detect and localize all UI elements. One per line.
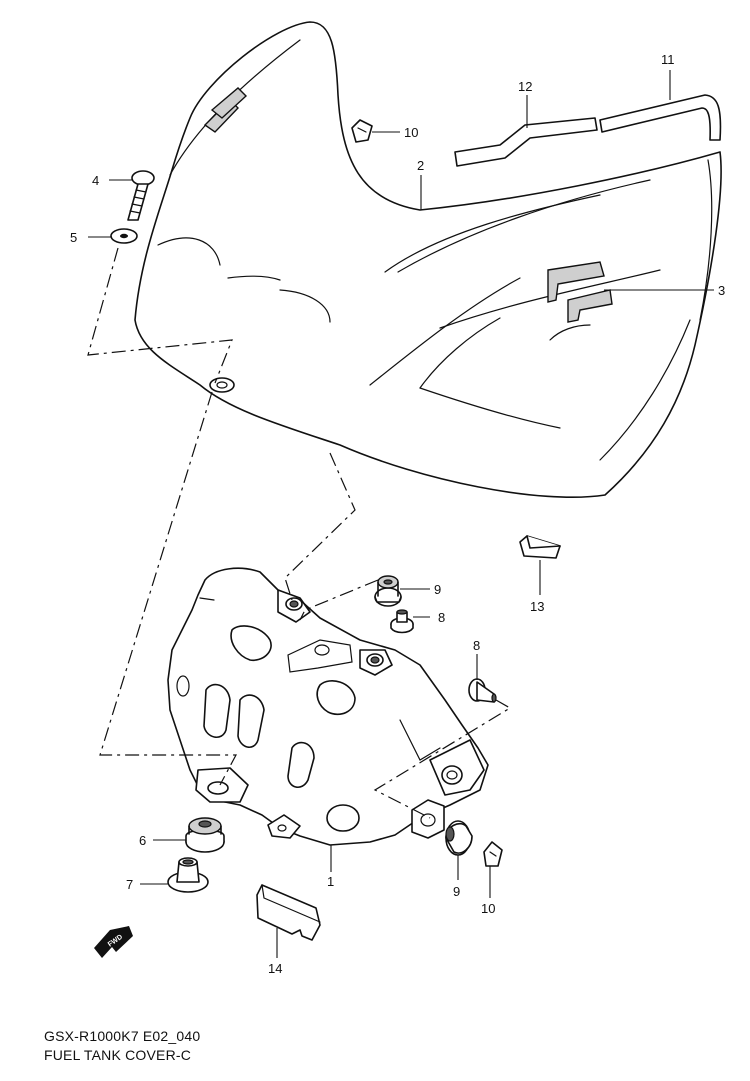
callout-12: 12 — [518, 79, 532, 94]
callout-8-upper: 8 — [438, 610, 445, 625]
callout-3: 3 — [718, 283, 725, 298]
callout-7: 7 — [126, 877, 133, 892]
callout-11: 11 — [661, 52, 675, 67]
diagram-model-code: GSX-R1000K7 E02_040 — [44, 1028, 201, 1044]
callout-2: 2 — [417, 158, 424, 173]
callout-8-right: 8 — [473, 638, 480, 653]
screw-part[interactable] — [127, 170, 155, 221]
forward-arrow-icon: FWD — [94, 926, 133, 958]
diagram-title: FUEL TANK COVER-C — [44, 1047, 192, 1063]
lower-cover-bracket-part[interactable] — [167, 567, 489, 846]
grommet-lower-part[interactable] — [445, 820, 473, 856]
callout-6: 6 — [139, 833, 146, 848]
callout-4: 4 — [92, 173, 99, 188]
fuel-tank-cover-part[interactable] — [134, 21, 722, 498]
callout-5: 5 — [70, 230, 77, 245]
suzuki-logo-icon — [203, 87, 248, 133]
callout-10-lower: 10 — [481, 901, 495, 916]
trim-strip-part[interactable] — [599, 94, 722, 141]
callout-13: 13 — [530, 599, 544, 614]
clip-nut-upper-part[interactable] — [351, 119, 373, 143]
callout-9-lower: 9 — [453, 884, 460, 899]
assembly-lines — [87, 247, 512, 819]
collar-left-part[interactable] — [167, 857, 209, 893]
cushion-strip-part[interactable] — [454, 117, 598, 167]
callout-1: 1 — [327, 874, 334, 889]
leader-lines — [88, 70, 714, 958]
cushion-block-part[interactable] — [519, 535, 561, 559]
callout-labels: 1 2 3 4 5 6 7 8 8 9 9 10 10 11 12 13 14 — [70, 52, 725, 976]
washer-part[interactable] — [110, 228, 138, 244]
callout-10-upper: 10 — [404, 125, 418, 140]
grommet-upper-part[interactable] — [374, 575, 402, 607]
callout-14: 14 — [268, 961, 282, 976]
collar-right-part[interactable] — [468, 678, 497, 703]
clip-nut-lower-part[interactable] — [483, 841, 503, 867]
callout-9-upper: 9 — [434, 582, 441, 597]
grommet-left-part[interactable] — [185, 817, 225, 853]
collar-upper-part[interactable] — [390, 609, 414, 634]
cushion-lower-part[interactable] — [256, 884, 321, 941]
